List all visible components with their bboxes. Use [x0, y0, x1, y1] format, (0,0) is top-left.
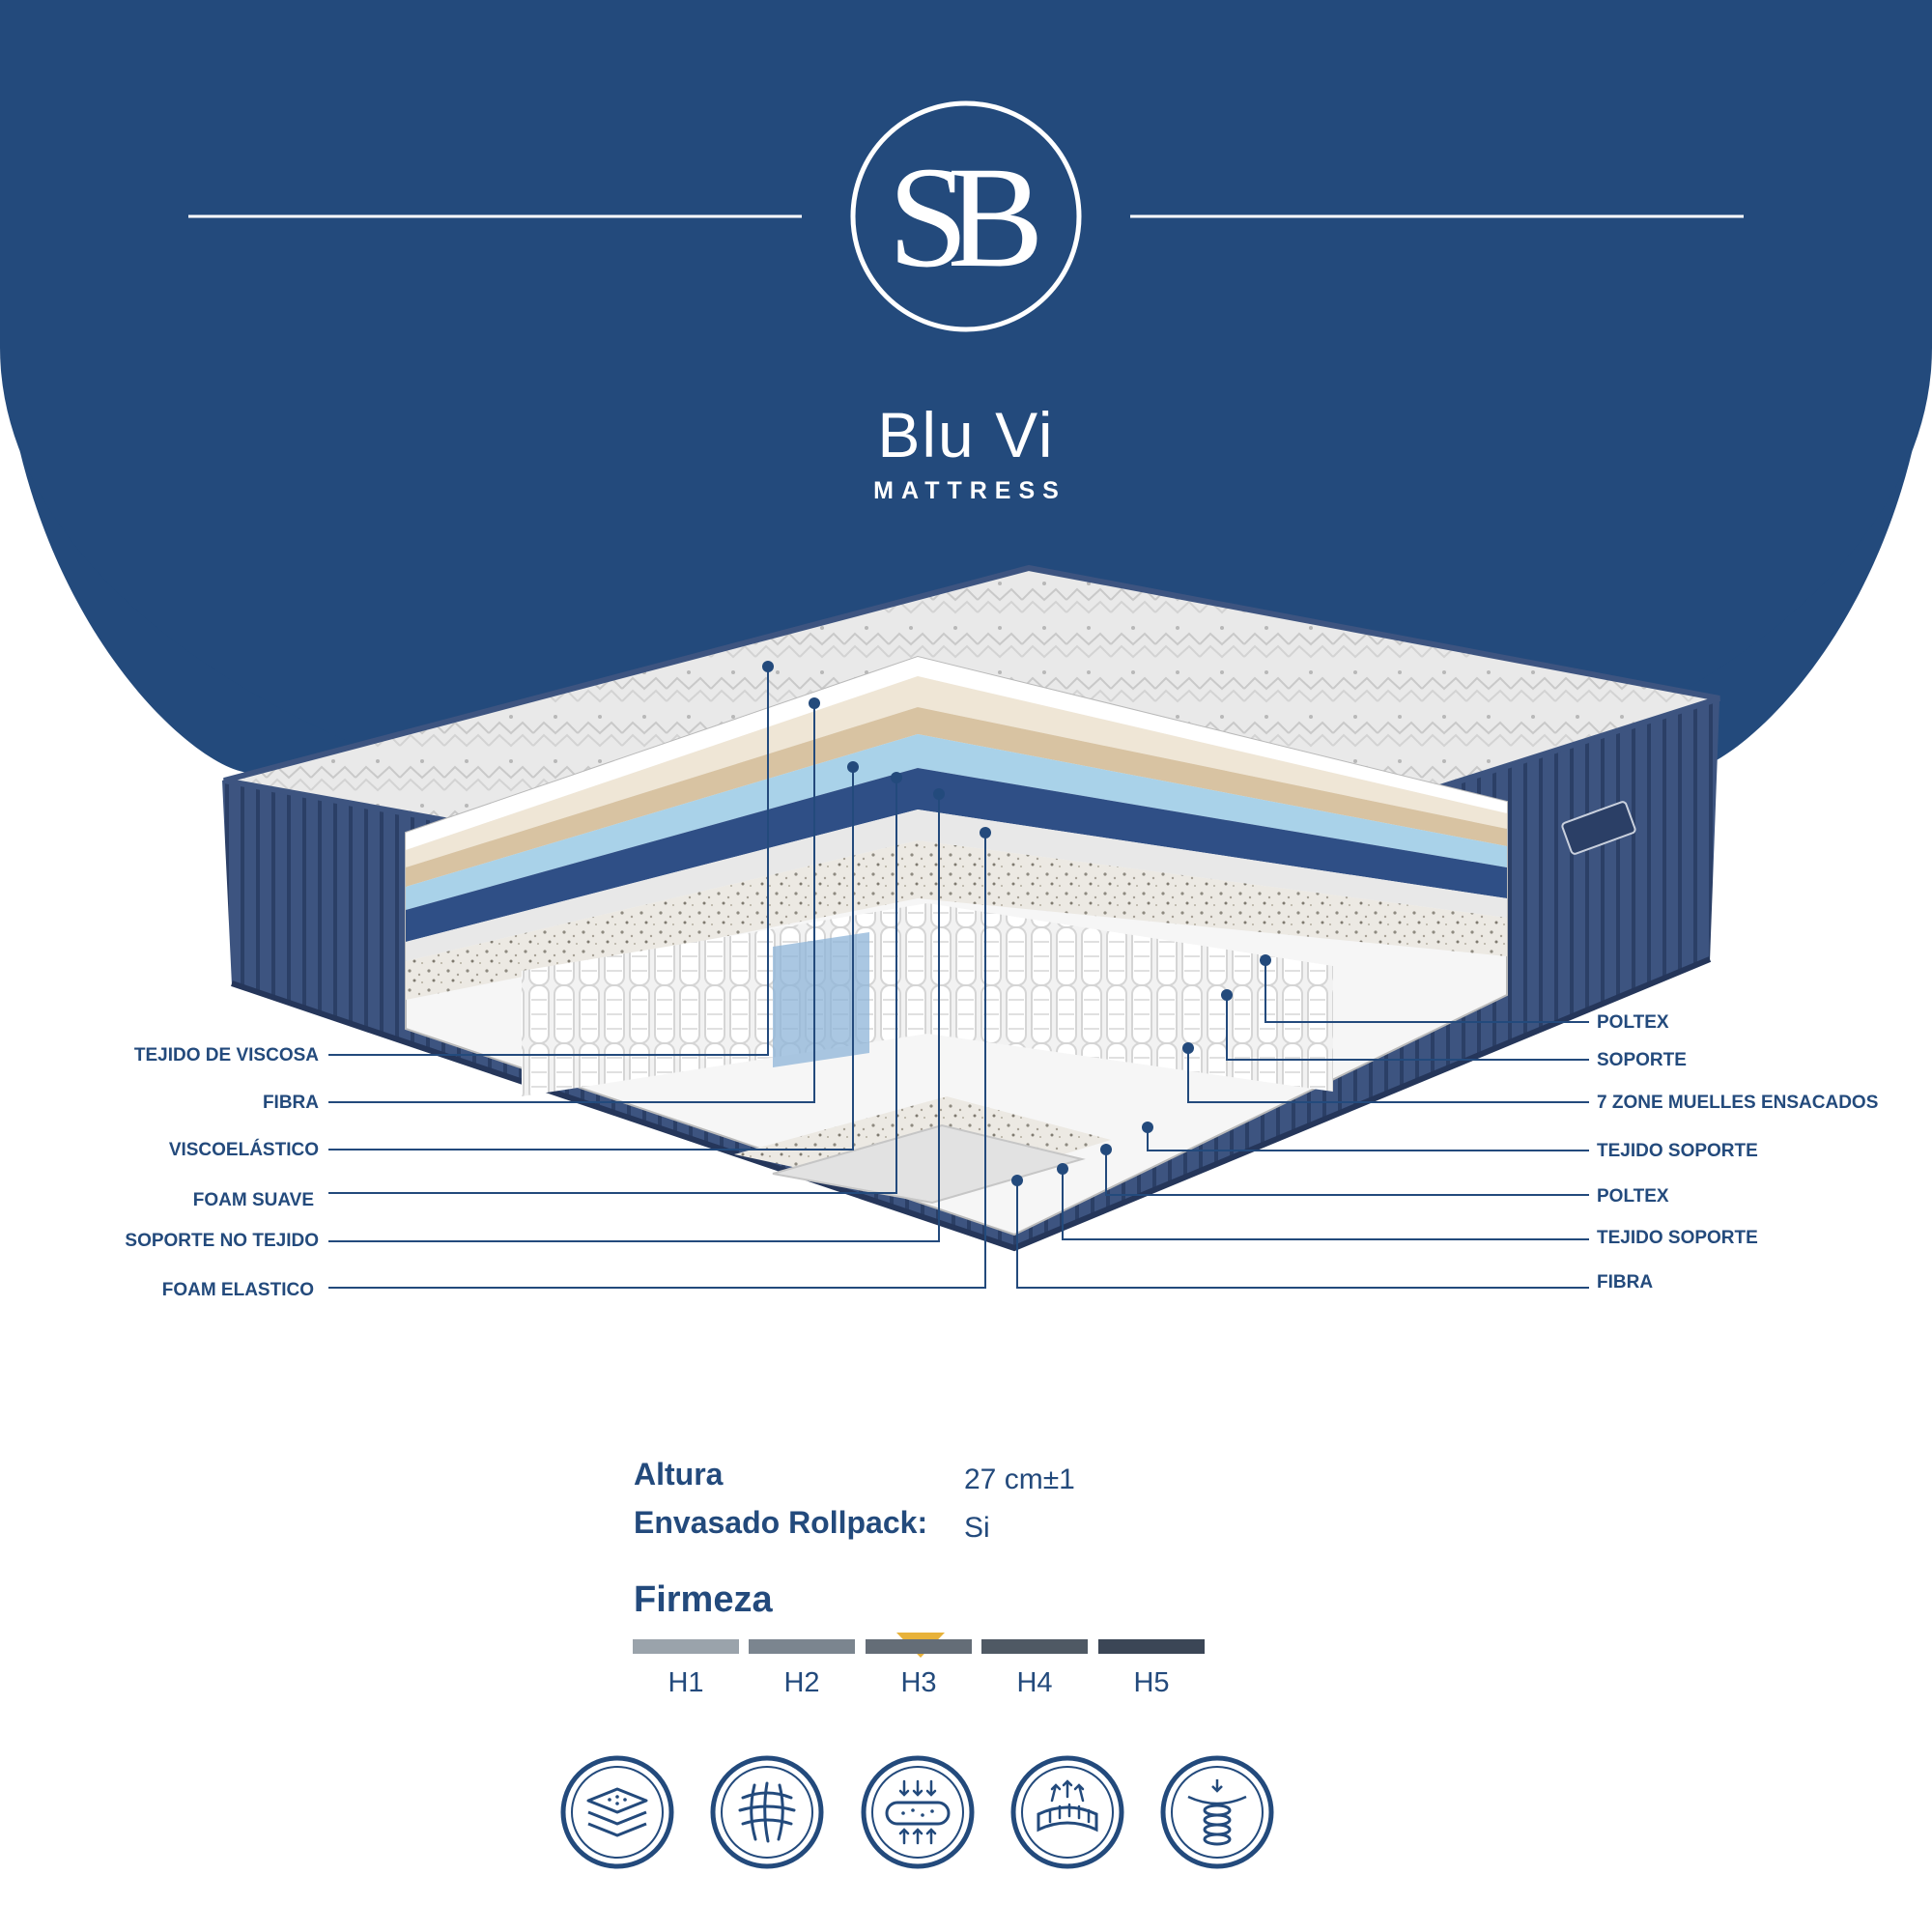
brand-name: Blu Vi [877, 399, 1055, 470]
firmness-title: Firmeza [634, 1579, 773, 1620]
spec-rollpack-label: Envasado Rollpack: [634, 1505, 928, 1540]
firmness-selected-marker [896, 1633, 945, 1658]
firmness-bar-h1 [633, 1639, 739, 1654]
layer-label-right: 7 ZONE MUELLES ENSACADOS [1597, 1093, 1879, 1113]
spec-rollpack-value: Si [964, 1512, 990, 1544]
firmness-label: H5 [1133, 1667, 1170, 1698]
firmness-bar-h2 [749, 1639, 855, 1654]
layer-label-right: FIBRA [1597, 1272, 1654, 1293]
layer-label-left: FOAM ELASTICO [161, 1280, 314, 1300]
firmness-label: H2 [783, 1667, 820, 1698]
layer-label-right: SOPORTE [1597, 1050, 1687, 1070]
fiber-mesh-icon [710, 1755, 824, 1869]
spec-height-value: 27 cm±1 [964, 1463, 1075, 1495]
spring-icon [1160, 1755, 1274, 1869]
brand-monogram: SB [888, 137, 1043, 298]
layer-label-left: FOAM SUAVE [192, 1190, 314, 1210]
brand-subtitle: MATTRESS [873, 477, 1066, 504]
layers-icon [560, 1755, 674, 1869]
layer-label-right: POLTEX [1597, 1186, 1669, 1207]
layer-label-right: TEJIDO SOPORTE [1597, 1228, 1758, 1248]
firmness-label: H1 [668, 1667, 704, 1698]
spec-height-label: Altura [634, 1457, 724, 1492]
firmness-bar-h3 [866, 1639, 972, 1654]
pressure-relief-icon [861, 1755, 975, 1869]
layer-label-right: POLTEX [1597, 1012, 1669, 1033]
layer-label-right: TEJIDO SOPORTE [1597, 1141, 1758, 1161]
layer-label-left: TEJIDO DE VISCOSA [133, 1045, 319, 1065]
breathable-icon [1010, 1755, 1124, 1869]
firmness-label: H3 [900, 1667, 937, 1698]
layer-label-left: FIBRA [262, 1093, 319, 1113]
firmness-label: H4 [1016, 1667, 1053, 1698]
layer-label-left: VISCOELÁSTICO [168, 1140, 319, 1160]
firmness-bar-h5 [1098, 1639, 1205, 1654]
firmness-bar-h4 [981, 1639, 1088, 1654]
layer-label-left: SOPORTE NO TEJIDO [125, 1231, 319, 1251]
